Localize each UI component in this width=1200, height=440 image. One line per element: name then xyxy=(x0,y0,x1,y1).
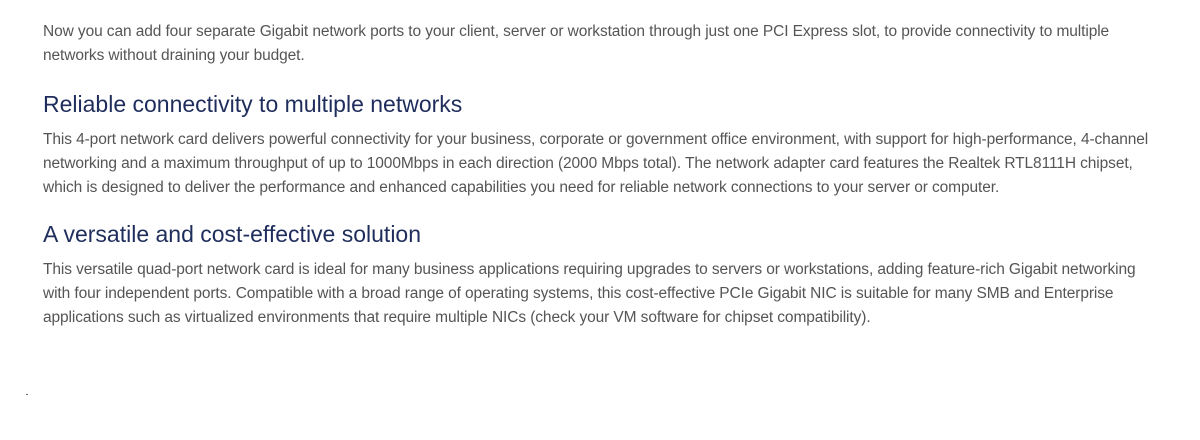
product-description: Now you can add four separate Gigabit ne… xyxy=(43,20,1153,330)
section-paragraph-reliable-connectivity: This 4-port network card delivers powerf… xyxy=(43,131,1149,196)
section-paragraph-versatile-solution: This versatile quad-port network card is… xyxy=(43,261,1136,326)
section-heading-reliable-connectivity: Reliable connectivity to multiple networ… xyxy=(43,91,463,117)
section-heading-versatile-solution: A versatile and cost-effective solution xyxy=(43,221,422,247)
stray-mark xyxy=(26,394,28,395)
intro-paragraph: Now you can add four separate Gigabit ne… xyxy=(43,23,1110,64)
